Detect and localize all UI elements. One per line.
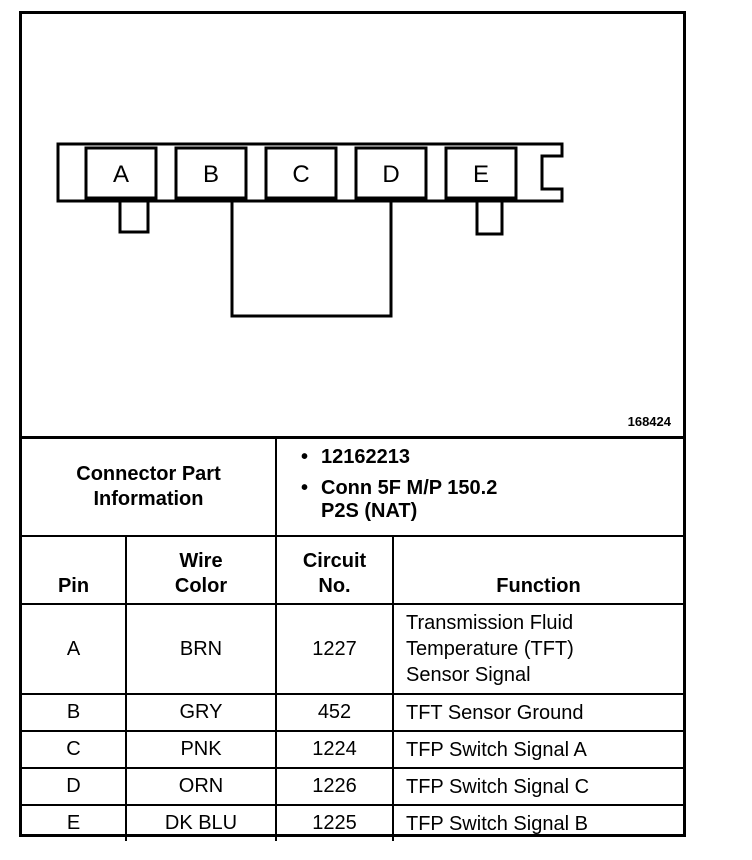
circuit-cell: 1225 bbox=[275, 804, 394, 841]
connector-table: Connector Part Information 12162213 Conn… bbox=[22, 439, 684, 841]
circuit-cell: 1226 bbox=[275, 767, 394, 806]
pin-cell: D bbox=[22, 767, 127, 806]
wire-color-cell: PNK bbox=[125, 730, 277, 769]
function-cell: TFT Sensor Ground bbox=[391, 693, 684, 732]
pin-cavity-d bbox=[354, 146, 428, 200]
part-number-line2: P2S (NAT) bbox=[321, 500, 418, 522]
header-wire-line1: Wire bbox=[179, 550, 223, 572]
function-cell: TFP Switch Signal A bbox=[391, 730, 684, 769]
connector-info-label: Connector Part Information bbox=[22, 439, 277, 537]
connector-bridge bbox=[230, 201, 393, 318]
header-wire-line2: Color bbox=[174, 575, 228, 597]
table-row: B GRY 452 TFT Sensor Ground bbox=[22, 693, 684, 732]
function-line: Temperature (TFT) bbox=[406, 638, 574, 660]
part-number-item: 12162213 bbox=[301, 446, 683, 469]
table-row: E DK BLU 1225 TFP Switch Signal B bbox=[22, 804, 684, 841]
connector-info-row: Connector Part Information 12162213 Conn… bbox=[22, 439, 684, 537]
pin-label-c: C bbox=[292, 161, 309, 188]
circuit-cell: 1224 bbox=[275, 730, 394, 769]
pin-label-e: E bbox=[473, 161, 489, 188]
pin-cavity-a bbox=[84, 146, 158, 200]
pin-cell: B bbox=[22, 693, 127, 732]
connector-diagram: A B C D E 168424 bbox=[22, 14, 683, 439]
header-function: Function bbox=[391, 535, 684, 605]
connector-drawing: A B C D E bbox=[56, 142, 564, 318]
table-row: D ORN 1226 TFP Switch Signal C bbox=[22, 767, 684, 806]
header-circuit-line1: Circuit bbox=[302, 550, 367, 572]
figure-id: 168424 bbox=[627, 414, 671, 429]
function-line: Sensor Signal bbox=[406, 664, 531, 686]
table-row: A BRN 1227 Transmission Fluid Temperatur… bbox=[22, 603, 684, 695]
pin-label-a: A bbox=[113, 161, 129, 188]
part-number-line1: Conn 5F M/P 150.2 bbox=[321, 477, 498, 499]
circuit-cell: 1227 bbox=[275, 603, 394, 695]
function-line: Transmission Fluid bbox=[406, 612, 574, 634]
pin-cell: E bbox=[22, 804, 127, 841]
connector-info-label-line2: Information bbox=[93, 488, 204, 510]
pin-label-d: D bbox=[382, 161, 399, 188]
pin-cavity-c bbox=[264, 146, 338, 200]
connector-part-numbers: 12162213 Conn 5F M/P 150.2 P2S (NAT) bbox=[274, 439, 684, 537]
wire-color-cell: ORN bbox=[125, 767, 277, 806]
pin-cavity-b bbox=[174, 146, 248, 200]
wire-color-cell: GRY bbox=[125, 693, 277, 732]
wire-color-cell: BRN bbox=[125, 603, 277, 695]
connector-body bbox=[56, 142, 564, 203]
pin-cavity-e bbox=[444, 146, 518, 200]
pin-cell: C bbox=[22, 730, 127, 769]
connector-latch-right bbox=[475, 201, 504, 236]
wire-color-cell: DK BLU bbox=[125, 804, 277, 841]
function-cell: TFP Switch Signal B bbox=[391, 804, 684, 841]
pin-label-b: B bbox=[203, 161, 219, 188]
function-cell: Transmission Fluid Temperature (TFT) Sen… bbox=[391, 603, 684, 695]
header-circuit-no: Circuit No. bbox=[275, 535, 394, 605]
pin-cell: A bbox=[22, 603, 127, 695]
circuit-cell: 452 bbox=[275, 693, 394, 732]
function-cell: TFP Switch Signal C bbox=[391, 767, 684, 806]
connector-latch-left bbox=[118, 201, 150, 234]
table-row: C PNK 1224 TFP Switch Signal A bbox=[22, 730, 684, 769]
header-circuit-line2: No. bbox=[318, 575, 351, 597]
header-wire-color: Wire Color bbox=[125, 535, 277, 605]
part-number-item: Conn 5F M/P 150.2 P2S (NAT) bbox=[301, 477, 683, 523]
header-row: Pin Wire Color Circuit No. Function bbox=[22, 535, 684, 605]
header-pin: Pin bbox=[22, 535, 127, 605]
connector-sheet: A B C D E 168424 Connector Part Informat… bbox=[19, 11, 686, 841]
connector-info-label-line1: Connector Part bbox=[76, 463, 221, 485]
